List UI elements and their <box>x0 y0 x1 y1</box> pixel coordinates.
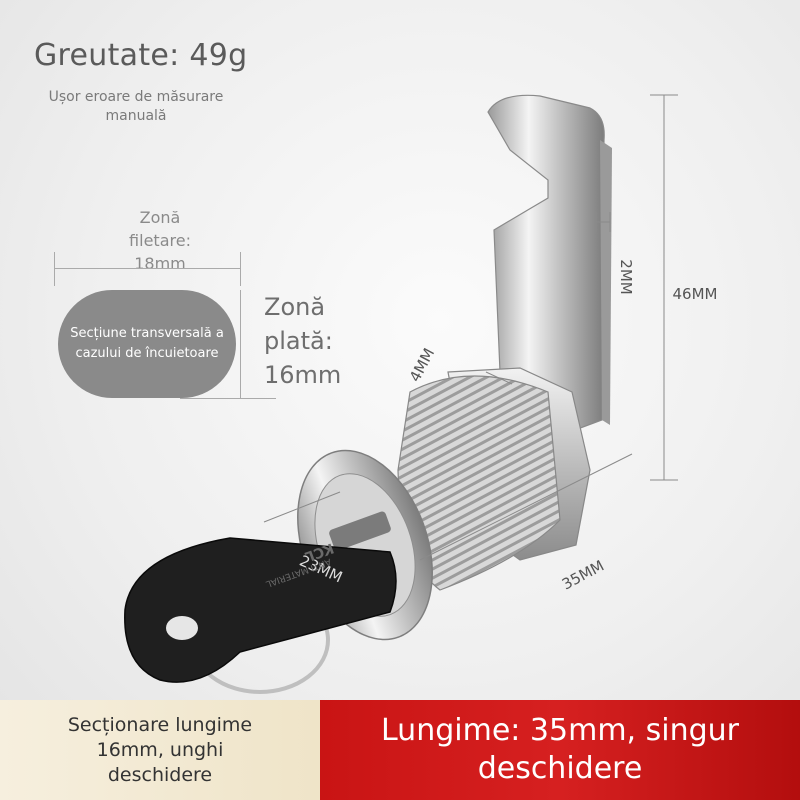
key-hole <box>166 616 198 640</box>
bottom-left-banner: Secționare lungime 16mm, unghi deschider… <box>0 700 320 800</box>
thread-zone-label: Zonă filetare: <box>129 208 191 250</box>
weight-label: Greutate: 49g <box>34 38 248 73</box>
flat-dimension-line <box>180 398 276 399</box>
measurement-note: Ușor eroare de măsurare manuală <box>48 89 224 124</box>
thread-zone-value: 18mm <box>134 254 186 273</box>
bottom-right-banner: Lungime: 35mm, singur deschidere <box>320 700 800 800</box>
cross-section-shape: Secțiune transversală a cazului de încui… <box>58 290 236 398</box>
cam-height-label: 46MM <box>672 285 718 303</box>
key-head <box>124 537 397 683</box>
cross-section-label: Secțiune transversală a cazului de încui… <box>70 326 224 361</box>
thread-zone: Zonă filetare: 18mm <box>110 206 210 275</box>
thread-tick-left <box>54 252 55 286</box>
bottom-right-text: Lungime: 35mm, singur deschidere <box>381 713 739 786</box>
flat-zone-value: 16mm <box>264 361 342 389</box>
thread-dimension-line <box>54 268 240 269</box>
thread-tick-right <box>240 252 241 286</box>
cam-thickness-label: 2MM <box>617 259 635 295</box>
flat-tick-right <box>240 290 241 398</box>
flat-zone: Zonă plată: 16mm <box>264 290 354 392</box>
dimension-lines <box>263 94 678 561</box>
bottom-left-text: Secționare lungime 16mm, unghi deschider… <box>67 713 253 786</box>
flat-zone-label: Zonă plată: <box>264 293 333 355</box>
key <box>124 537 397 694</box>
